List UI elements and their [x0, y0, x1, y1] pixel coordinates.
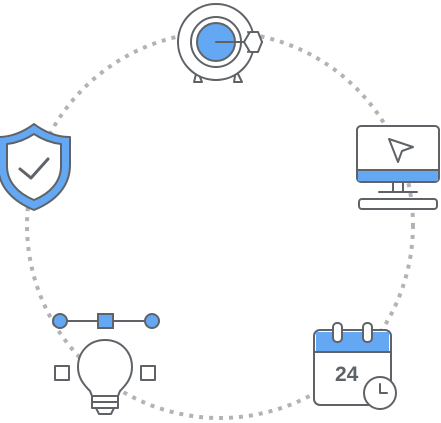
calendar-date: 24	[335, 363, 359, 386]
shield-check-icon	[0, 123, 71, 211]
target-icon	[177, 3, 263, 83]
monitor-cursor-icon	[356, 125, 440, 210]
dotted-ring	[25, 30, 415, 420]
calendar-clock-icon: 24	[313, 322, 397, 410]
lightbulb-vector-icon	[52, 313, 160, 415]
